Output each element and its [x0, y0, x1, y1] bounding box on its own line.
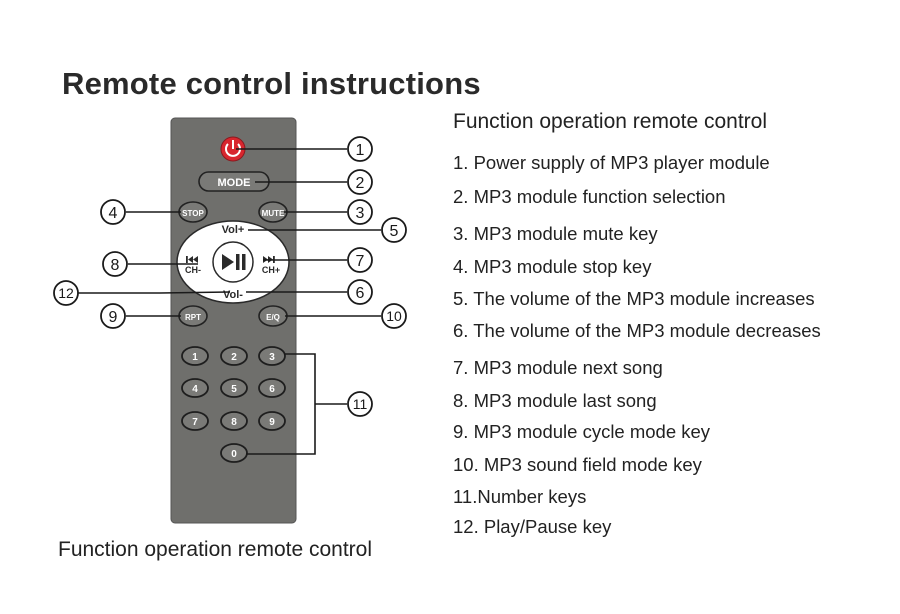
svg-text:11: 11 [353, 396, 368, 412]
number-key-3[interactable] [258, 346, 286, 366]
vol-up-label[interactable]: Vol+ [222, 224, 245, 236]
function-item-2: 2. MP3 module function selection [453, 186, 726, 207]
number-key-2[interactable] [220, 346, 248, 366]
callout-9: 9 [100, 303, 126, 329]
number-key-9-label: 9 [269, 417, 275, 428]
callout-11: 11 [347, 391, 373, 417]
mode-button-label: MODE [218, 177, 251, 189]
function-item-12: 12. Play/Pause key [453, 516, 612, 537]
callout-4: 4 [100, 199, 126, 225]
svg-text:1: 1 [356, 142, 365, 159]
number-key-5[interactable] [220, 378, 248, 398]
number-key-5-label: 5 [231, 384, 237, 395]
callout-lines [77, 148, 381, 455]
function-item-10: 10. MP3 sound field mode key [453, 454, 702, 475]
number-key-1-label: 1 [192, 352, 198, 363]
callout-10: 10 [381, 303, 407, 329]
function-item-4: 4. MP3 module stop key [453, 256, 652, 277]
diagram-caption: Function operation remote control [58, 538, 373, 561]
svg-text:3: 3 [356, 205, 365, 222]
number-key-7-label: 7 [192, 417, 198, 428]
page-title: Remote control instructions [62, 66, 481, 101]
callout-12: 12 [53, 280, 79, 306]
function-item-11: 11.Number keys [453, 486, 587, 507]
number-key-8[interactable] [220, 411, 248, 431]
callout-7: 7 [347, 247, 373, 273]
callout-5: 5 [381, 217, 407, 243]
svg-text:6: 6 [356, 285, 365, 302]
callout-3: 3 [347, 199, 373, 225]
function-list-panel: Function operation remote control 1. Pow… [453, 110, 893, 537]
number-key-3-label: 3 [269, 352, 275, 363]
repeat-button-label: RPT [185, 313, 201, 322]
svg-text:5: 5 [390, 223, 399, 240]
function-item-3: 3. MP3 module mute key [453, 223, 658, 244]
prev-label[interactable]: CH- [185, 265, 201, 275]
number-key-6[interactable] [258, 378, 286, 398]
number-key-0[interactable] [220, 443, 248, 463]
callout-2: 2 [347, 169, 373, 195]
svg-text:8: 8 [111, 257, 120, 274]
number-key-1[interactable] [181, 346, 209, 366]
svg-text:9: 9 [109, 309, 118, 326]
svg-text:12: 12 [58, 285, 74, 301]
function-item-8: 8. MP3 module last song [453, 390, 657, 411]
previous-icon [186, 256, 198, 263]
play-pause-icon [222, 254, 246, 270]
number-key-4-label: 4 [192, 384, 198, 395]
function-item-6: 6. The volume of the MP3 module decrease… [453, 320, 821, 341]
callout-8: 8 [102, 251, 128, 277]
svg-text:7: 7 [356, 253, 365, 270]
callout-6: 6 [347, 279, 373, 305]
callout-1: 1 [347, 136, 373, 162]
function-item-9: 9. MP3 module cycle mode key [453, 421, 711, 442]
svg-text:4: 4 [109, 205, 118, 222]
number-key-4[interactable] [181, 378, 209, 398]
function-item-5: 5. The volume of the MP3 module increase… [453, 288, 815, 309]
number-key-2-label: 2 [231, 352, 237, 363]
eq-button-label: E/Q [266, 313, 280, 322]
mute-button-label: MUTE [262, 209, 285, 218]
function-list-heading: Function operation remote control [453, 110, 768, 133]
next-label[interactable]: CH+ [262, 265, 280, 275]
svg-text:10: 10 [386, 308, 402, 324]
svg-text:2: 2 [356, 175, 365, 192]
number-key-9[interactable] [258, 411, 286, 431]
stop-button-label: STOP [182, 209, 204, 218]
number-keypad: 1 2 3 4 5 6 7 8 9 0 [181, 346, 286, 463]
power-icon [225, 140, 241, 157]
number-key-0-label: 0 [231, 449, 237, 460]
number-key-8-label: 8 [231, 417, 237, 428]
function-item-7: 7. MP3 module next song [453, 357, 663, 378]
number-key-6-label: 6 [269, 384, 275, 395]
number-key-7[interactable] [181, 411, 209, 431]
vol-down-label[interactable]: Vol- [223, 289, 243, 301]
function-item-1: 1. Power supply of MP3 player module [453, 152, 770, 173]
